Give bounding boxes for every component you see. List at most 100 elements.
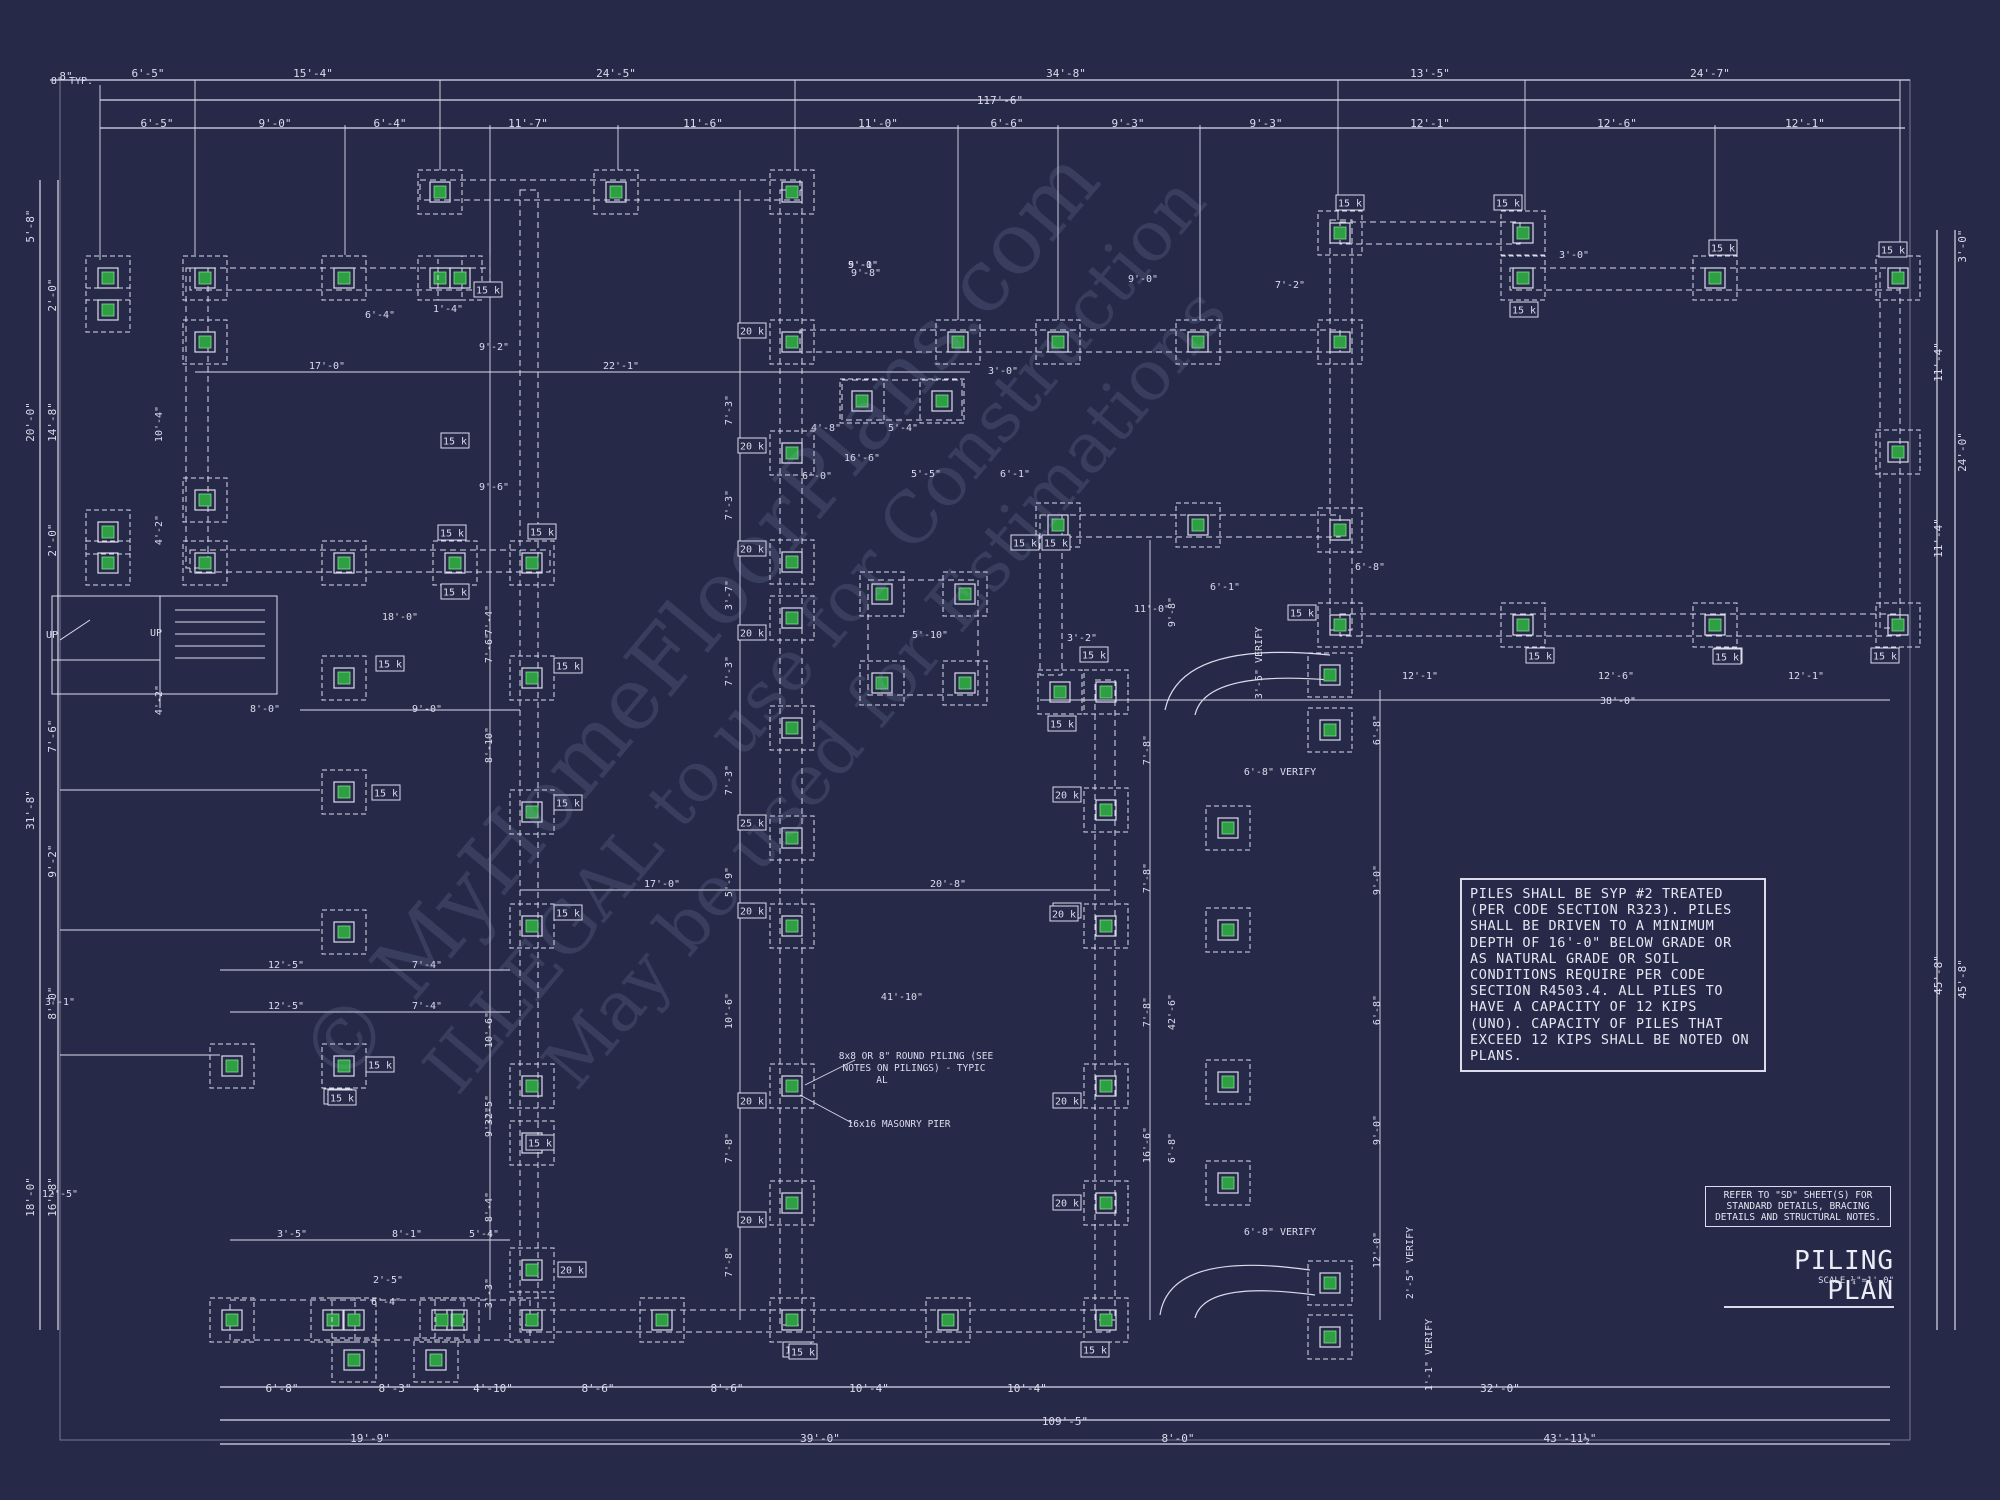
pile-capacity-label: 15 k <box>1050 720 1074 731</box>
pile-capacity-label: 15 k <box>330 1094 354 1105</box>
pile-footing <box>331 1297 377 1343</box>
pile-footing <box>321 255 367 301</box>
pile-footing <box>1875 602 1921 648</box>
pile-capacity-tag: 15 k <box>1080 1341 1110 1358</box>
pile-footing <box>942 660 988 706</box>
pile-footing <box>509 903 555 949</box>
pile-footing <box>434 1297 480 1343</box>
pile-capacity-tag: 15 k <box>1708 239 1738 256</box>
pile-footing <box>1500 255 1546 301</box>
pile-footing <box>1692 602 1738 648</box>
interior-dimension: 5'-4" <box>888 423 918 434</box>
pile-capacity-label: 20 k <box>1052 910 1076 921</box>
top-dimension: 6'-5" <box>140 117 173 130</box>
interior-dimension: 7'-8" <box>1142 863 1153 893</box>
pile-capacity-tag: 15 k <box>1870 647 1900 664</box>
interior-dimension: 3'-1" <box>45 997 75 1008</box>
pile-capacity-label: 20 k <box>740 545 764 556</box>
interior-dimension: 9'-0" <box>1372 865 1383 895</box>
pile-capacity-label: 15 k <box>1715 653 1739 664</box>
pile-footing <box>182 255 228 301</box>
pile-footing <box>1307 652 1353 698</box>
piling-callout: 8x8 OR 8" ROUND PILING (SEE <box>839 1051 994 1062</box>
pile-capacity-tag: 15 k <box>437 524 467 541</box>
pile-footing <box>1205 805 1251 851</box>
pile-capacity-tag: 20 k <box>1052 1092 1082 1109</box>
pile-footing <box>639 1297 685 1343</box>
bottom-dimension: 6'-8" <box>265 1382 298 1395</box>
pile-capacity-label: 15 k <box>440 529 464 540</box>
right-dimension: 11'-4" <box>1932 518 1945 558</box>
pile-footing <box>839 378 885 424</box>
left-dimension: 9'-2" <box>46 844 59 877</box>
interior-dimension: 7'-6" <box>484 633 495 663</box>
top-dimension: 15'-4" <box>293 67 333 80</box>
pile-capacity-label: 20 k <box>560 1266 584 1277</box>
verify-note: 3'-5" VERIFY <box>1254 627 1265 699</box>
pile-footing <box>432 540 478 586</box>
pile-capacity-tag: 15 k <box>1287 604 1317 621</box>
interior-dimension: 6'-0" <box>802 471 832 482</box>
pile-capacity-label: 20 k <box>1055 791 1079 802</box>
top-dimension: 9'-0" <box>258 117 291 130</box>
pile-footing <box>769 319 815 365</box>
pile-footing <box>1307 1260 1353 1306</box>
left-dimension: 5'-8" <box>24 209 37 242</box>
interior-dimension: 1'-4" <box>433 304 463 315</box>
pile-footing <box>182 477 228 523</box>
pile-footing <box>182 319 228 365</box>
pile-capacity-tag: 15 k <box>1712 648 1742 665</box>
interior-dimension: 6'-1" <box>1000 469 1030 480</box>
interior-dimension: 3'-5" <box>484 1095 495 1125</box>
typical-note: 8" TYP. <box>51 76 93 87</box>
interior-dimension: 5'-5" <box>911 469 941 480</box>
bottom-dimension: 19'-9" <box>350 1432 390 1445</box>
top-dimension: 6'-5" <box>131 67 164 80</box>
pile-capacity-label: 15 k <box>1083 1346 1107 1357</box>
pile-capacity-tag: 15 k <box>1493 194 1523 211</box>
top-dimension: 11'-7" <box>508 117 548 130</box>
pile-capacity-label: 20 k <box>740 442 764 453</box>
interior-dimension: 6'-4" <box>371 1297 401 1308</box>
pile-footing <box>509 540 555 586</box>
bottom-dimension: 43'-11½" <box>1544 1432 1597 1445</box>
pile-footing <box>769 539 815 585</box>
pile-capacity-label: 15 k <box>556 799 580 810</box>
pile-footing <box>593 169 639 215</box>
pile-capacity-tag: 15 k <box>1010 534 1040 551</box>
interior-dimension: 16'-6" <box>1142 1127 1153 1163</box>
piling-callout: AL <box>876 1075 888 1086</box>
pile-capacity-label: 15 k <box>1044 539 1068 550</box>
interior-dimension: 5'-9" <box>724 867 735 897</box>
interior-dimension: 12'-0" <box>1372 1232 1383 1268</box>
pile-footing <box>919 378 965 424</box>
right-dimension: 3'-0" <box>1956 229 1969 262</box>
pile-footing <box>182 540 228 586</box>
pile-footing <box>509 1297 555 1343</box>
interior-dimension: 7'-3" <box>724 490 735 520</box>
pile-capacity-tag: 15 k <box>1041 534 1071 551</box>
pile-capacity-label: 15 k <box>378 660 402 671</box>
pile-capacity-tag: 20 k <box>737 902 767 919</box>
pile-capacity-tag: 20 k <box>737 322 767 339</box>
interior-dimension: 7'-8" <box>1142 997 1153 1027</box>
interior-dimension: 12'-5" <box>42 1189 78 1200</box>
interior-dimension: 9'-0" <box>1128 274 1158 285</box>
pile-footing <box>509 1063 555 1109</box>
interior-dimension: 9'-6" <box>479 482 509 493</box>
bottom-dimension: 32'-0" <box>1480 1382 1520 1395</box>
interior-dimension: 9'-8" <box>1167 597 1178 627</box>
top-dimension: 12'-1" <box>1410 117 1450 130</box>
bottom-overall-dimension: 109'-5" <box>1042 1415 1088 1428</box>
bottom-dimension: 39'-0" <box>800 1432 840 1445</box>
pile-footing <box>85 509 131 555</box>
interior-dimension: 11'-0" <box>1134 604 1170 615</box>
interior-dimension: 3'-2" <box>1067 633 1097 644</box>
bottom-dimension: 8'-6" <box>710 1382 743 1395</box>
interior-dimension: 20'-8" <box>930 879 966 890</box>
pile-footing <box>769 903 815 949</box>
pile-capacity-tag: 20 k <box>737 437 767 454</box>
pile-footing <box>1175 319 1221 365</box>
pile-footing <box>769 595 815 641</box>
